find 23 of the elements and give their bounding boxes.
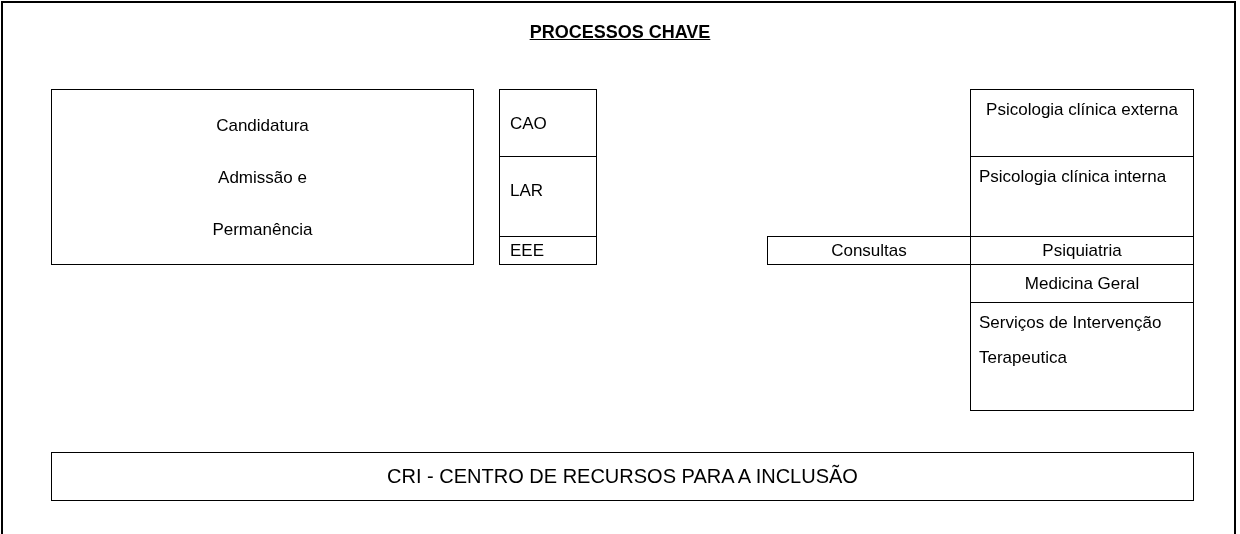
- node-label: CRI - CENTRO DE RECURSOS PARA A INCLUSÃO: [386, 463, 859, 489]
- node-label: Candidatura: [215, 115, 310, 137]
- process-box: [767, 236, 971, 265]
- node-label: EEE: [510, 240, 546, 262]
- node-label: Admissão e Permanência: [211, 167, 314, 241]
- diagram-title: PROCESSOS CHAVE: [529, 22, 711, 42]
- process-box: [499, 236, 597, 265]
- node-label: Consultas: [830, 240, 908, 262]
- process-box: [970, 302, 1194, 411]
- process-box: [970, 156, 1194, 237]
- node-label: CAO: [510, 113, 548, 135]
- process-box: [499, 89, 597, 157]
- banner-box: [51, 452, 1194, 501]
- node-label: Psiquiatria: [1041, 240, 1123, 262]
- node-label: LAR: [510, 180, 545, 202]
- process-box: [51, 89, 474, 265]
- node-label: Serviços de Intervenção Terapeutica: [979, 312, 1163, 369]
- process-box: [970, 89, 1194, 157]
- process-box: [970, 264, 1194, 303]
- node-label: Psicologia clínica externa: [985, 99, 1179, 121]
- node-label: Medicina Geral: [1023, 273, 1141, 295]
- process-box: [499, 156, 597, 237]
- node-label: Psicologia clínica interna: [979, 166, 1168, 188]
